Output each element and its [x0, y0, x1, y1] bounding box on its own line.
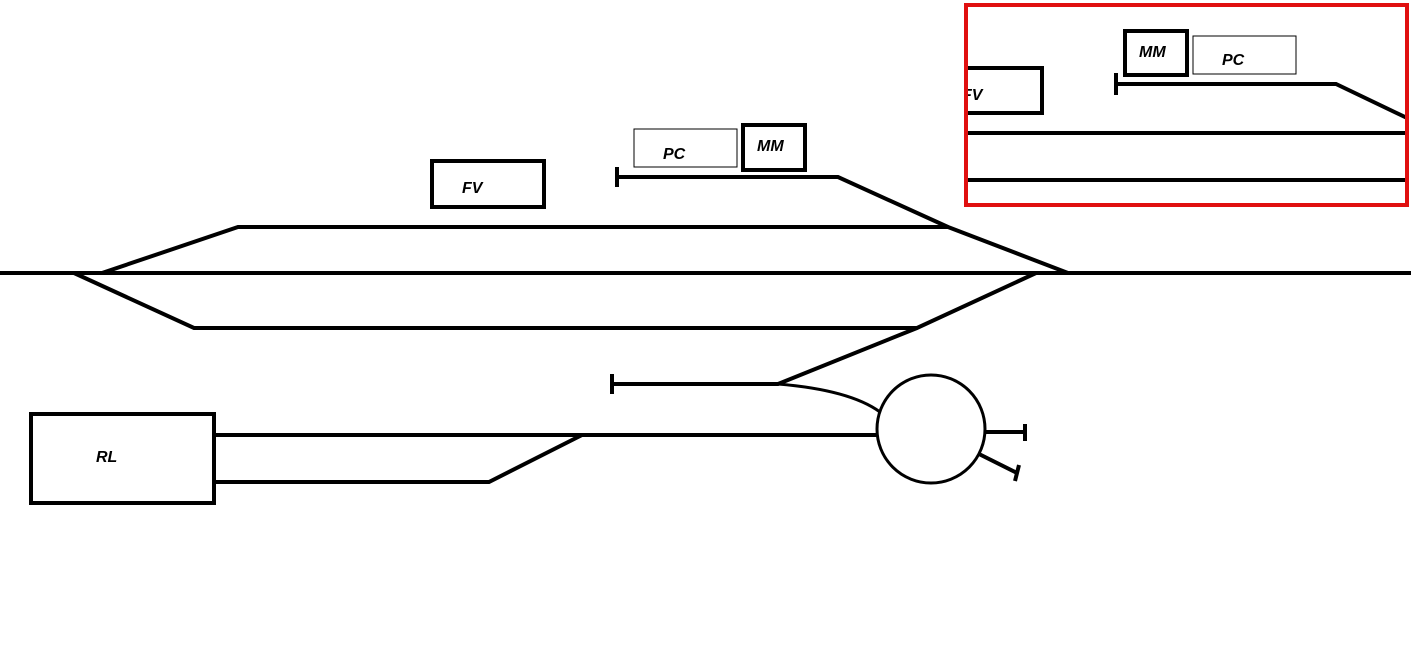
inset-pc-label: PC [1222, 52, 1245, 69]
inset-frame [964, 3, 1409, 207]
inset-fv-label: FV [962, 87, 984, 104]
fv-label: FV [462, 180, 484, 197]
pc-building [633, 128, 738, 168]
turntable-stub-2-buffer [1013, 464, 1021, 482]
turntable-lead-track [777, 382, 881, 414]
fv-building [430, 159, 546, 209]
rl-building [29, 412, 216, 505]
upper-loop-track [101, 225, 1069, 275]
mm-building [741, 123, 807, 172]
upper-siding-track [617, 175, 949, 229]
rl-label: RL [96, 449, 117, 466]
turntable-stub-track-2 [978, 452, 1018, 475]
shed-track-lower [214, 433, 583, 484]
inset-clip: FV MM PC [962, 29, 1407, 182]
lower-loop-track [73, 271, 1037, 330]
inset-fv-building [966, 66, 1044, 115]
inset-pc-building [1192, 35, 1297, 75]
inset-mm-label: MM [1139, 44, 1166, 61]
pc-label: PC [663, 146, 686, 163]
inset-mm-building [1123, 29, 1189, 77]
inset-detail: FV MM PC [962, 3, 1409, 207]
inset-siding-track [1116, 82, 1407, 120]
mm-label: MM [757, 138, 784, 155]
turntable [875, 373, 987, 485]
lower-branch-track [612, 326, 918, 386]
